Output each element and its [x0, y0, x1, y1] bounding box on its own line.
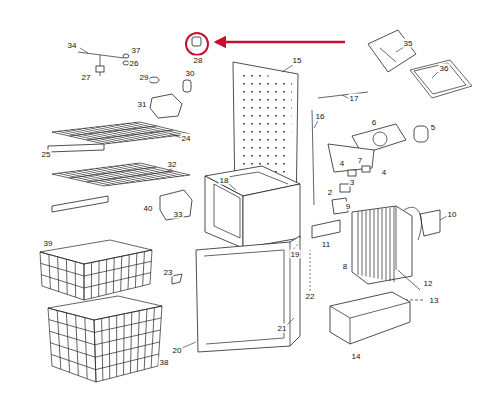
callout-number: 31: [137, 100, 148, 109]
callout-number: 30: [185, 69, 196, 78]
callout-number: 24: [181, 134, 192, 143]
callout-number: 20: [172, 346, 183, 355]
callout-number: 21: [277, 324, 288, 333]
callout-number: 5: [430, 123, 436, 132]
callout-number: 13: [429, 296, 440, 305]
callout-number: 26: [129, 59, 140, 68]
callout-number: 33: [173, 210, 184, 219]
callout-number: 17: [349, 94, 360, 103]
callout-number: 28: [193, 56, 204, 65]
strip: [312, 110, 314, 205]
callout-number: 4: [381, 168, 387, 177]
callout-number: 35: [403, 39, 414, 48]
callout-number: 8: [342, 262, 348, 271]
callout-number: 18: [219, 176, 230, 185]
callout-number: 29: [139, 73, 150, 82]
cabinet: [196, 236, 300, 352]
highlight-arrow: [216, 41, 345, 44]
freezer-liner: [205, 166, 300, 248]
callout-number: 4: [339, 159, 345, 168]
callout-number: 14: [351, 352, 362, 361]
callout-number: 16: [315, 112, 326, 121]
callout-number: 32: [167, 160, 178, 169]
strip: [318, 92, 368, 98]
leader-lines: [80, 47, 449, 348]
callout-number: 12: [423, 279, 434, 288]
callout-number: 6: [371, 118, 377, 127]
callout-number: 3: [349, 178, 355, 187]
wire-basket: [40, 240, 162, 382]
callout-number: 9: [345, 202, 351, 211]
callout-number: 2: [327, 188, 333, 197]
drain-pan: [330, 292, 410, 344]
callout-number: 39: [43, 239, 54, 248]
callout-number: 11: [321, 240, 331, 249]
callout-number: 25: [41, 150, 52, 159]
callout-number: 38: [159, 358, 170, 367]
callout-number: 10: [447, 210, 458, 219]
evaporator: [312, 198, 440, 300]
callout-number: 15: [292, 56, 303, 65]
small-parts: [78, 37, 201, 284]
callout-number: 22: [305, 292, 316, 301]
callout-number: 34: [67, 41, 78, 50]
callout-number: 40: [143, 204, 154, 213]
callout-number: 19: [290, 250, 301, 259]
callout-number: 23: [163, 268, 174, 277]
callout-number: 36: [439, 64, 450, 73]
callout-number: 7: [357, 156, 363, 165]
bracket: [368, 30, 472, 98]
callout-number: 37: [131, 46, 142, 55]
highlight-circle: [186, 33, 208, 55]
callout-number: 27: [81, 73, 92, 82]
fan-assembly: [328, 124, 428, 192]
